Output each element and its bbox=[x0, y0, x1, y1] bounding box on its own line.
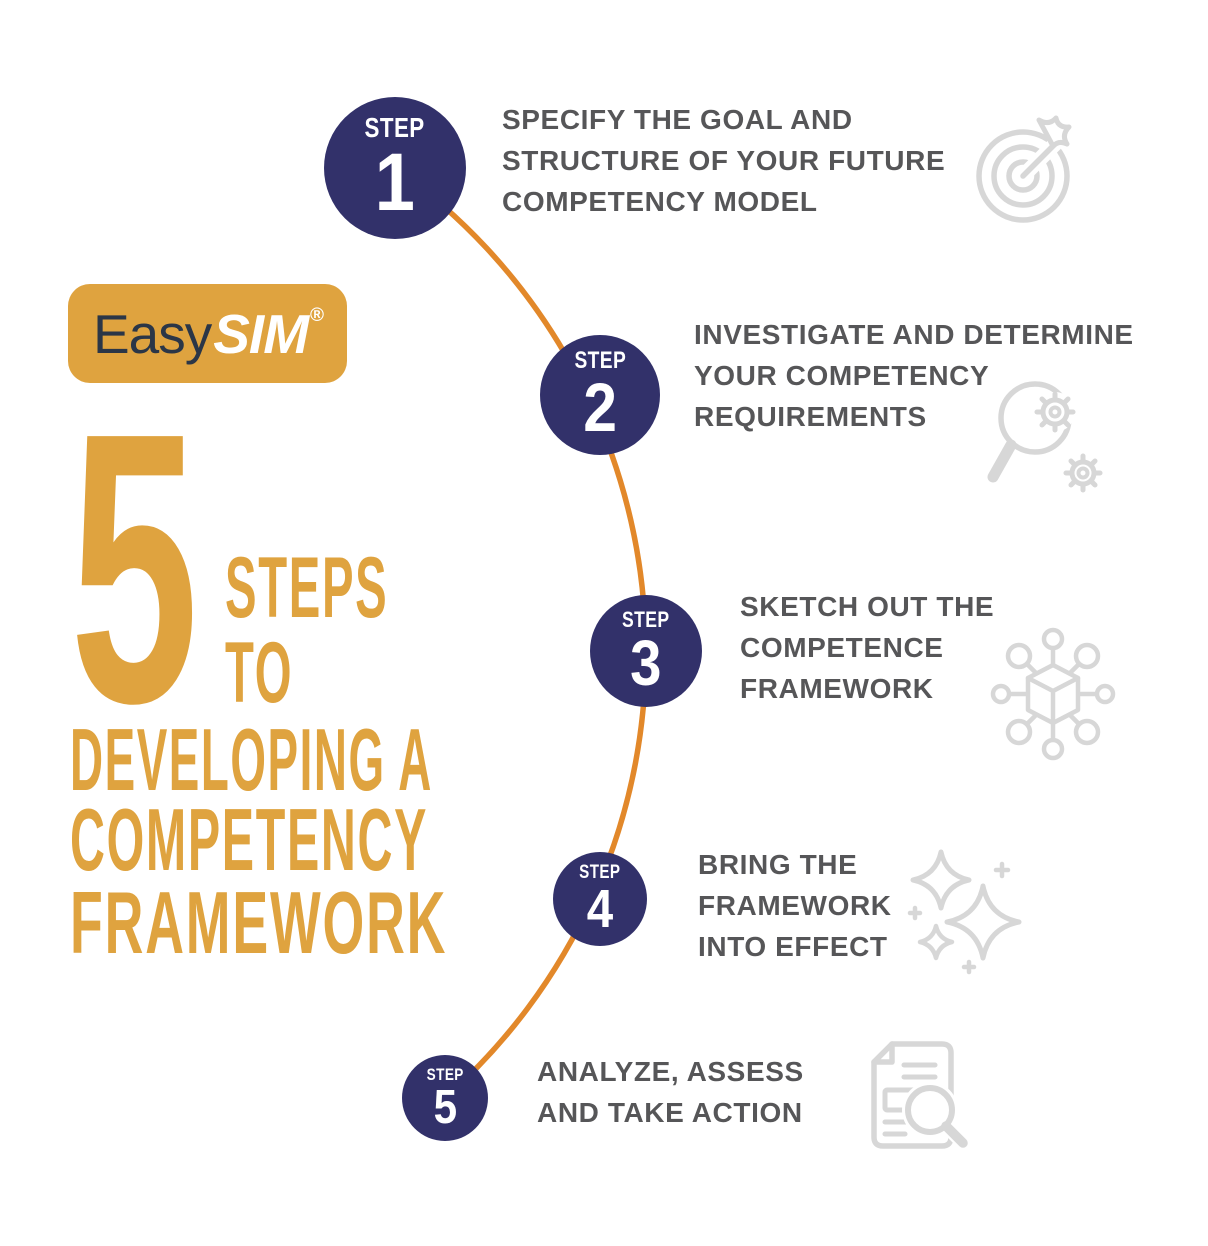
step-3-description-line: SKETCH OUT THE bbox=[740, 591, 995, 622]
brand-logo: Easy SIM ® bbox=[68, 284, 347, 383]
step-2-number: 2 bbox=[583, 369, 617, 447]
step-3-label: STEP bbox=[622, 606, 670, 632]
step-1-description-line: COMPETENCY MODEL bbox=[502, 186, 818, 217]
step-4-circle: STEP 4 bbox=[553, 852, 647, 946]
step-4-label: STEP bbox=[579, 861, 621, 883]
step-1-description: SPECIFY THE GOAL AND STRUCTURE OF YOUR F… bbox=[502, 99, 945, 222]
step-3-circle: STEP 3 bbox=[590, 595, 702, 707]
step-3-number: 3 bbox=[630, 626, 662, 699]
step-1-number: 1 bbox=[374, 137, 416, 229]
step-4-description-line: BRING THE bbox=[698, 849, 858, 880]
headline-line-developing-a: DEVELOPING A bbox=[70, 710, 433, 809]
brand-name-prefix: Easy bbox=[92, 302, 212, 365]
step-5-label: STEP bbox=[426, 1064, 464, 1084]
cube-network-icon bbox=[990, 627, 1116, 761]
step-4-description-line: INTO EFFECT bbox=[698, 931, 888, 962]
step-2-circle: STEP 2 bbox=[540, 335, 660, 455]
headline-word-to: TO bbox=[225, 625, 294, 721]
step-2-description: INVESTIGATE AND DETERMINE YOUR COMPETENC… bbox=[694, 314, 1134, 437]
brand-name-suffix: SIM bbox=[213, 302, 309, 365]
magnifier-gears-icon bbox=[987, 381, 1103, 493]
step-3-description-line: FRAMEWORK bbox=[740, 673, 934, 704]
target-arrow-icon bbox=[976, 115, 1072, 223]
step-5-description-line: ANALYZE, ASSESS bbox=[537, 1056, 804, 1087]
step-4-description: BRING THE FRAMEWORK INTO EFFECT bbox=[698, 844, 892, 967]
step-3-description: SKETCH OUT THE COMPETENCE FRAMEWORK bbox=[740, 586, 994, 709]
registered-trademark-symbol: ® bbox=[310, 304, 325, 326]
step-2-description-line: REQUIREMENTS bbox=[694, 401, 927, 432]
step-5-number: 5 bbox=[433, 1080, 457, 1134]
step-2-label: STEP bbox=[574, 347, 626, 375]
step-1-description-line: SPECIFY THE GOAL AND bbox=[502, 104, 853, 135]
step-5-description: ANALYZE, ASSESS AND TAKE ACTION bbox=[537, 1051, 804, 1133]
headline-big-number: 5 bbox=[70, 352, 199, 783]
step-1-circle: STEP 1 bbox=[324, 97, 466, 239]
step-5-circle: STEP 5 bbox=[402, 1055, 488, 1141]
step-5-description-line: AND TAKE ACTION bbox=[537, 1097, 803, 1128]
headline-line-competency: COMPETENCY bbox=[70, 790, 429, 889]
step-4-description-line: FRAMEWORK bbox=[698, 890, 892, 921]
step-3-description-line: COMPETENCE bbox=[740, 632, 944, 663]
headline-word-steps: STEPS bbox=[225, 540, 389, 636]
step-4-number: 4 bbox=[586, 878, 614, 939]
step-1-label: STEP bbox=[364, 112, 426, 144]
step-1-description-line: STRUCTURE OF YOUR FUTURE bbox=[502, 145, 946, 176]
headline-line-framework: FRAMEWORK bbox=[70, 873, 448, 972]
document-search-icon bbox=[871, 1041, 972, 1152]
step-2-description-line: INVESTIGATE AND DETERMINE bbox=[694, 319, 1134, 350]
step-2-description-line: YOUR COMPETENCY bbox=[694, 360, 990, 391]
sparkles-icon bbox=[907, 849, 1022, 975]
